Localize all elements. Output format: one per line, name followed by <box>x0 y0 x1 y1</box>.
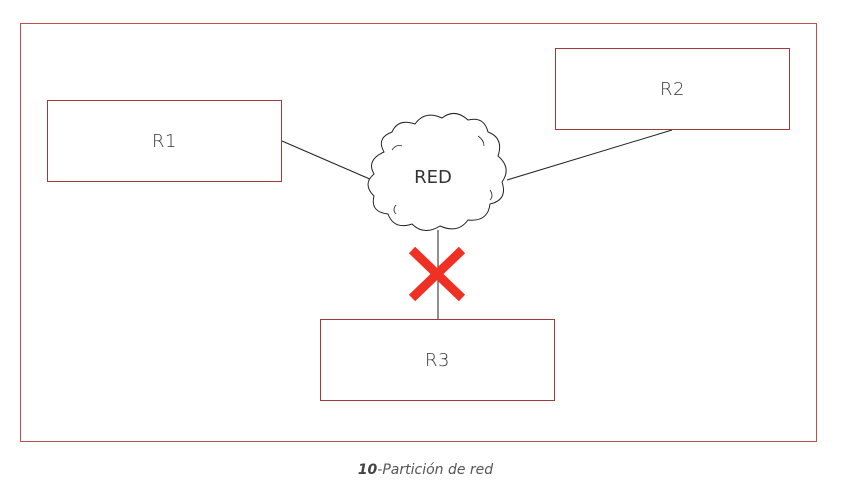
router-label-r2: R2 <box>660 78 685 100</box>
router-label-r1: R1 <box>152 130 177 152</box>
caption-number: 10 <box>357 462 378 478</box>
cloud-inner-detail <box>391 135 493 215</box>
router-box-r3: R3 <box>320 319 555 401</box>
router-box-r2: R2 <box>555 48 790 130</box>
cloud-label: RED <box>414 167 452 188</box>
link-r1-red <box>281 140 373 181</box>
diagram-frame <box>20 23 817 442</box>
network-cloud-icon <box>367 113 507 231</box>
router-box-r1: R1 <box>47 100 282 182</box>
figure-caption: 10-Partición de red <box>0 462 851 478</box>
cross-icon <box>408 246 466 302</box>
router-label-r3: R3 <box>425 349 450 371</box>
caption-text: -Partición de red <box>377 462 494 478</box>
link-r2-red <box>506 129 673 181</box>
